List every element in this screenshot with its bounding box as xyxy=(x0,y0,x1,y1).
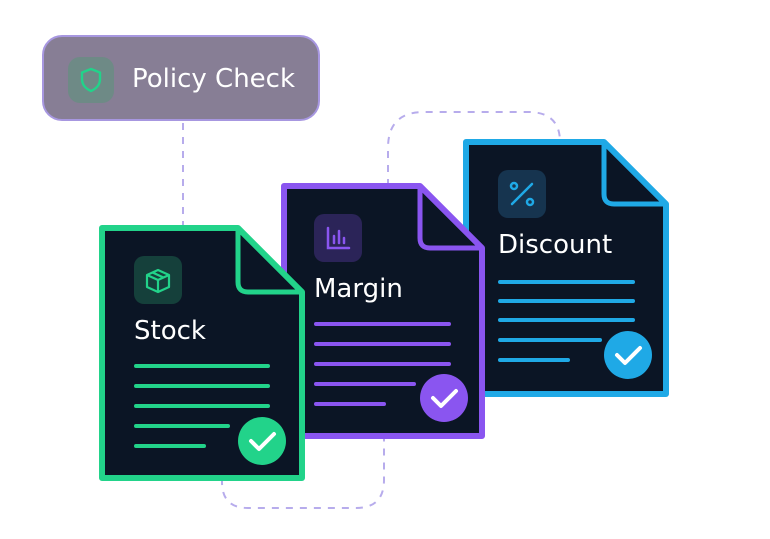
document-margin xyxy=(281,183,485,439)
connector-stock-margin xyxy=(221,438,385,509)
margin-check-badge xyxy=(420,374,468,422)
document-discount-fold xyxy=(601,142,666,207)
document-margin-fold xyxy=(417,186,482,251)
box-icon xyxy=(145,268,171,294)
document-stock-label: Stock xyxy=(134,316,206,346)
connectors xyxy=(182,111,561,509)
discount-check-badge xyxy=(604,331,652,379)
policy-check-node: Policy Check xyxy=(42,35,320,121)
percent-icon xyxy=(509,181,535,207)
document-margin-label: Margin xyxy=(314,274,403,304)
policy-icon-box xyxy=(68,57,114,103)
shield-icon xyxy=(80,67,102,93)
document-stock-fold xyxy=(235,228,302,295)
margin-text-lines xyxy=(314,322,451,406)
bar-chart-icon xyxy=(326,226,351,250)
check-icon xyxy=(615,346,642,365)
stock-check-badge xyxy=(238,417,286,465)
stock-text-lines xyxy=(134,364,270,448)
discount-text-lines xyxy=(498,280,635,362)
check-icon xyxy=(249,432,276,451)
document-discount-label: Discount xyxy=(498,230,613,260)
check-icon xyxy=(431,389,458,408)
document-stock xyxy=(99,225,305,481)
document-discount xyxy=(463,139,669,397)
policy-check-label: Policy Check xyxy=(132,64,296,94)
